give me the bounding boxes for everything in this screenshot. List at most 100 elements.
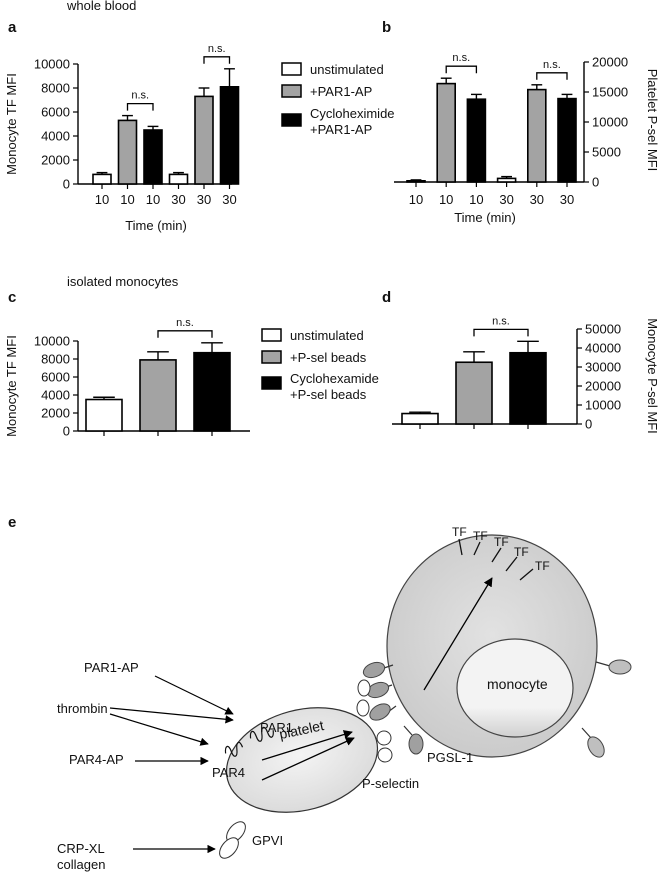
- significance-bracket-b-1: [536, 72, 568, 80]
- pgsl1-stalk-4: [403, 725, 413, 736]
- significance-label-d-0: n.s.: [492, 315, 510, 327]
- bar-a-3: [168, 173, 189, 185]
- arrow-thrombin-par4: [109, 713, 209, 746]
- par1-receptor-coil: [249, 726, 274, 742]
- legend-label-cyclohexamide: Cyclohexamide: [290, 371, 379, 386]
- significance-bracket-d-0: [473, 328, 529, 337]
- pselectin-label: P-selectin: [362, 776, 419, 791]
- monocyte-receptor-stalk-1: [595, 661, 611, 667]
- bar-b-4: [526, 88, 547, 183]
- bar-b-3: [496, 177, 517, 183]
- significance-bracket-c-0: [157, 330, 213, 338]
- tf-label-4: TF: [514, 545, 529, 559]
- arrow-platelet-1: [261, 730, 353, 761]
- y-tick-label-d-4: 40000: [585, 341, 621, 356]
- pselectin-molecule-4: [377, 747, 393, 763]
- pgsl1-molecule-1: [362, 661, 386, 679]
- bar-b-1: [436, 82, 457, 183]
- y-tick-label-c-5: 10000: [34, 334, 70, 349]
- panel-label-e: e: [8, 514, 16, 531]
- panel-label-d: d: [382, 289, 391, 306]
- x-tick-label-a-0: 10: [95, 192, 109, 207]
- y-tick-label-d-0: 0: [585, 417, 592, 432]
- panel-label-b: b: [382, 19, 391, 36]
- par1-label: PAR1: [260, 720, 293, 735]
- pselectin-molecule-1: [357, 679, 371, 697]
- x-tick-label-a-2: 10: [146, 192, 160, 207]
- bar-a-1: [117, 119, 138, 185]
- y-tick-label-a-0: 0: [63, 177, 70, 192]
- legend-label-unstimulated-2: unstimulated: [290, 328, 364, 343]
- gpvi-molecule-2: [219, 837, 239, 859]
- bar-c-1: [139, 359, 177, 432]
- y-tick-label-d-3: 30000: [585, 360, 621, 375]
- legend-swatch-cycloheximide-par1-ap: [281, 113, 302, 127]
- y-tick-label-d-1: 10000: [585, 398, 621, 413]
- y-axis-label-b: Platelet P-sel MFI: [645, 69, 658, 172]
- y-tick-label-a-3: 6000: [41, 105, 70, 120]
- y-axis-label-d: Monocyte P-sel MFI: [645, 318, 658, 434]
- tf-stalk-5: [519, 568, 534, 581]
- pselectin-molecule-2: [356, 699, 370, 717]
- x-tick-label-b-3: 30: [499, 192, 513, 207]
- panel-label-a: a: [8, 19, 17, 36]
- x-tick-label-b-4: 30: [530, 192, 544, 207]
- y-tick-label-c-4: 8000: [41, 352, 70, 367]
- par4-label: PAR4: [212, 765, 245, 780]
- bar-a-4: [194, 95, 214, 185]
- par4-receptor-coil: [224, 741, 244, 757]
- section-title-isolated-monocytes: isolated monocytes: [67, 274, 179, 289]
- significance-bracket-a-1: [203, 56, 231, 64]
- tf-stalk-2: [473, 541, 481, 556]
- legend-swatch-psel-beads: [261, 350, 282, 364]
- pgsl1-stalk-1: [383, 664, 394, 669]
- tf-label-3: TF: [494, 535, 509, 549]
- bar-a-2: [143, 129, 163, 185]
- significance-bracket-a-0: [126, 102, 154, 111]
- x-tick-label-b-0: 10: [409, 192, 423, 207]
- bar-b-0: [406, 180, 426, 183]
- y-tick-label-a-1: 2000: [41, 153, 70, 168]
- schematic-diagram: monocyte TF TF TF TF TF platelet: [57, 525, 632, 872]
- tf-stalk-4: [505, 556, 518, 572]
- agonist-collagen: collagen: [57, 857, 105, 872]
- y-tick-label-b-0: 0: [592, 175, 599, 190]
- pgsl1-molecule-3: [369, 703, 391, 721]
- legend-label-cycloheximide: Cycloheximide: [310, 106, 395, 121]
- bar-c-0: [85, 398, 123, 432]
- monocyte-receptor-2: [587, 736, 605, 758]
- x-tick-label-a-4: 30: [197, 192, 211, 207]
- legend-label-cyclohexamide-line2: +P-sel beads: [290, 387, 367, 402]
- y-tick-label-b-2: 10000: [592, 115, 628, 130]
- bar-c-2: [193, 351, 231, 432]
- gpvi-label: GPVI: [252, 833, 283, 848]
- tf-label-1: TF: [452, 525, 467, 539]
- legend-swatch-unstimulated-2: [261, 328, 282, 342]
- significance-label-a-0: n.s.: [131, 90, 149, 102]
- bar-b-5: [557, 97, 577, 183]
- bar-d-0: [401, 412, 439, 425]
- y-tick-label-a-5: 10000: [34, 57, 70, 72]
- arrow-par1-ap: [154, 675, 234, 715]
- x-tick-label-a-5: 30: [222, 192, 236, 207]
- legend-label-psel-beads: +P-sel beads: [290, 350, 367, 365]
- significance-label-b-1: n.s.: [543, 59, 561, 71]
- panel-label-c: c: [8, 289, 16, 306]
- arrow-platelet-2: [261, 737, 355, 781]
- y-tick-label-d-5: 50000: [585, 322, 621, 337]
- monocyte-receptor-1: [608, 659, 632, 675]
- tf-stalk-1: [458, 538, 463, 556]
- tf-label-5: TF: [535, 559, 550, 573]
- y-tick-label-c-0: 0: [63, 424, 70, 439]
- y-tick-label-c-3: 6000: [41, 370, 70, 385]
- legend-swatch-par1-ap: [281, 84, 302, 98]
- significance-label-a-1: n.s.: [208, 43, 226, 55]
- y-tick-label-b-4: 20000: [592, 55, 628, 70]
- agonist-par4-ap: PAR4-AP: [69, 752, 124, 767]
- legend-label-cycloheximide-line2: +PAR1-AP: [310, 122, 372, 137]
- y-axis-label-c: Monocyte TF MFI: [4, 335, 19, 437]
- bar-d-2: [509, 351, 547, 425]
- tf-label-2: TF: [473, 529, 488, 543]
